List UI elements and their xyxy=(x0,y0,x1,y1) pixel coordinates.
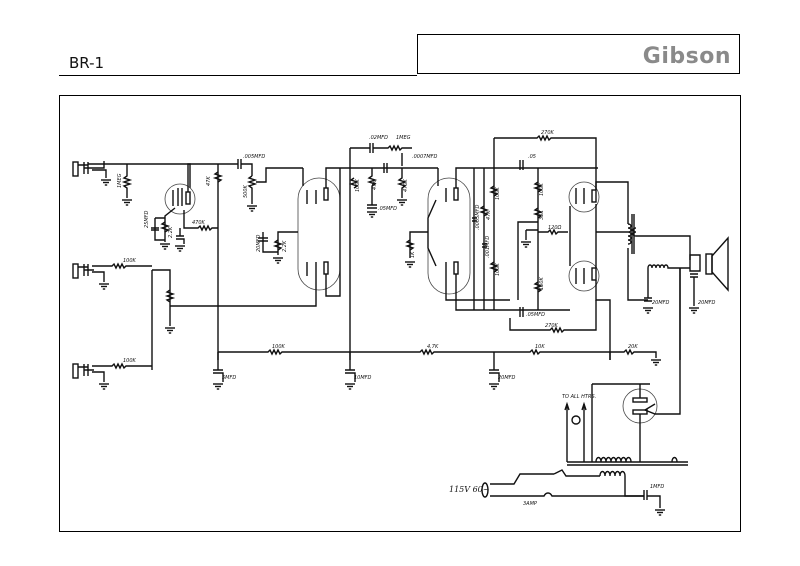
brand-logo: Gibson xyxy=(642,44,731,69)
label-25mfd: 25MFD xyxy=(144,210,150,228)
input-jack-3 xyxy=(72,363,110,390)
label-2-2k-b: 2.2K xyxy=(282,240,288,252)
label-33k: 33K xyxy=(539,210,545,220)
label-20mfd-cath: 20MFD xyxy=(256,234,262,252)
label-05mfd-b: .05MFD xyxy=(526,312,545,318)
label-20k: 20K xyxy=(628,344,638,350)
label-47k-c: 47K xyxy=(486,210,492,220)
label-0005mfd: .0005MFD xyxy=(475,204,481,230)
label-500k: 500K xyxy=(243,184,249,198)
label-to-all-htrs: TO ALL HTRS. xyxy=(562,394,596,400)
header-rule xyxy=(59,75,417,76)
label-100k-pi1: 100K xyxy=(495,186,501,200)
label-100k-bus: 100K xyxy=(272,344,286,350)
brand-box: Gibson xyxy=(417,34,740,74)
label-100k-in3: 100K xyxy=(123,358,137,364)
label-02mfd: .02MFD xyxy=(369,135,388,141)
label-5mfd: 5MFD xyxy=(222,375,236,381)
label-20mfd-out2: 20MFD xyxy=(698,300,716,306)
label-05mfd-a: .05MFD xyxy=(378,206,397,212)
power-amp xyxy=(488,134,729,360)
input-jack-2 xyxy=(72,263,110,290)
label-47k-b: 47K xyxy=(372,180,378,190)
label-100k-pi2: 100K xyxy=(495,262,501,276)
label-1mfd: 1MFD xyxy=(650,484,664,490)
label-100k-in2: 100K xyxy=(123,258,137,264)
component-labels: 1MEG 25MFD 2.2K 47K 470K .005MFD 500K 20… xyxy=(117,130,716,507)
signal-path xyxy=(92,159,350,370)
label-100k-g1: 100K xyxy=(539,182,545,196)
label-05: .05 xyxy=(528,154,536,160)
model-label: BR-1 xyxy=(69,54,105,72)
label-47k-a: 47K xyxy=(206,176,212,186)
power-supply xyxy=(481,268,688,516)
label-270k-bot: 270K xyxy=(545,323,559,329)
label-mains: 115V 60~ xyxy=(449,485,489,494)
label-470k-b: 470K xyxy=(403,178,409,192)
label-1meg: 1MEG xyxy=(117,173,123,188)
label-2-2k: 2.2K xyxy=(168,226,174,238)
label-10mfd: 10MFD xyxy=(354,375,372,381)
label-10k: 10K xyxy=(535,344,545,350)
label-270k-top: 270K xyxy=(541,130,555,136)
label-470k: 470K xyxy=(192,220,206,226)
label-1meg-pot: 1MEG xyxy=(396,135,411,141)
label-fuse: 3AMP xyxy=(523,501,537,507)
label-20mfd-bus: 20MFD xyxy=(498,375,516,381)
preamp-stage-1 xyxy=(88,163,218,252)
label-4-7k: 4.7K xyxy=(427,344,439,350)
label-100k-plate: 100K xyxy=(355,178,361,192)
label-120ohm: 120Ω xyxy=(548,225,562,231)
input-jack-1 xyxy=(72,161,112,186)
label-0007mfd: .0007MFD xyxy=(412,154,438,160)
supply-bus xyxy=(212,348,662,390)
label-001mfd: .001MFD xyxy=(485,236,491,258)
label-005mfd: .005MFD xyxy=(243,154,265,160)
tone-network xyxy=(348,143,438,360)
label-1k: 1K xyxy=(410,251,416,258)
phase-inverter xyxy=(404,167,598,311)
schematic-frame xyxy=(59,95,741,532)
label-20mfd-out1: 20MFD xyxy=(652,300,670,306)
label-100k-g2: 100K xyxy=(539,276,545,290)
